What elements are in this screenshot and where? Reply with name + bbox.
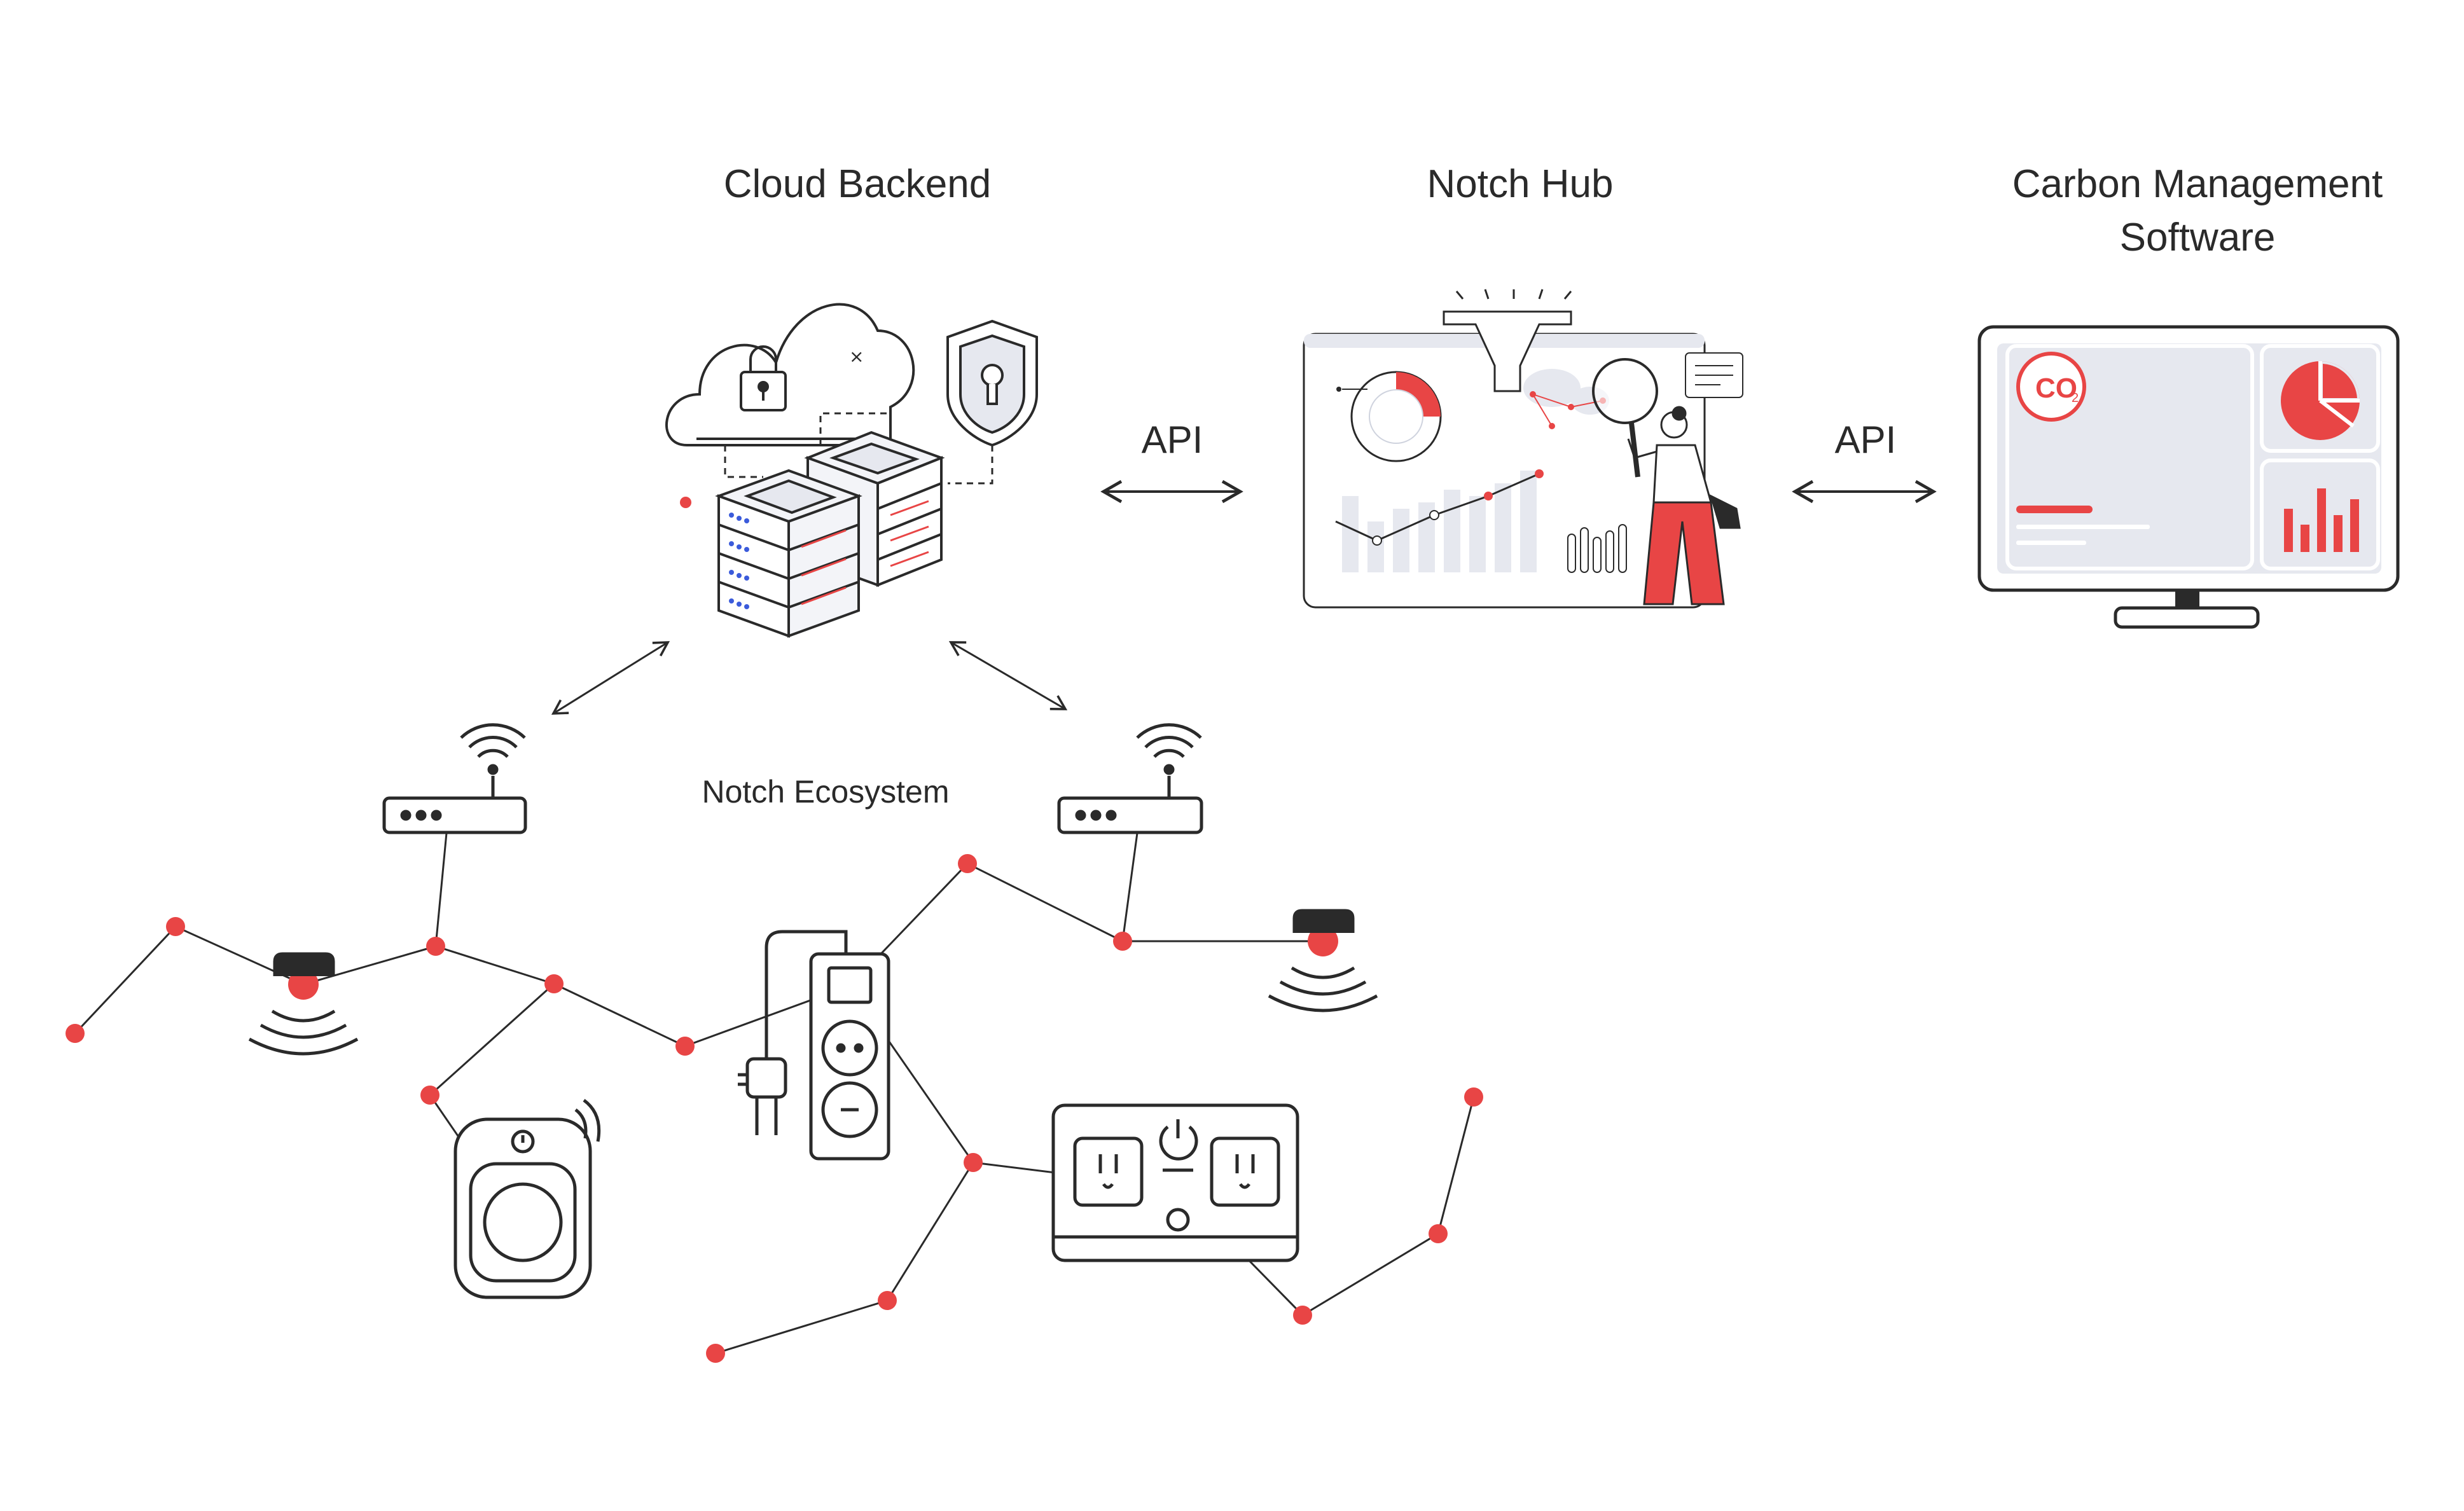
mesh-node — [544, 974, 564, 993]
co2-subscript: 2 — [2072, 391, 2079, 405]
mesh-node — [166, 917, 185, 936]
svg-text:×: × — [849, 346, 864, 367]
mesh-node — [1293, 1306, 1312, 1325]
bar-chart-icon — [1342, 471, 1537, 572]
co2-icon — [2016, 352, 2086, 422]
power-strip-icon — [738, 930, 890, 1161]
mesh-node — [1308, 926, 1338, 956]
mesh-node — [426, 937, 445, 956]
mesh-node — [66, 1024, 85, 1043]
pie-chart-icon — [2281, 361, 2360, 440]
mesh-node — [878, 1291, 897, 1310]
wireless-sensor-icon — [1268, 909, 1378, 1012]
carbon-software-title-line1: Carbon Management — [2012, 162, 2383, 206]
carbon-software-title-line2: Software — [2120, 216, 2276, 259]
cloud-backend-illustration: × — [665, 303, 1038, 638]
api-label-left: API — [1142, 418, 1203, 461]
analyst-person-icon — [1627, 406, 1741, 605]
co2-label: CO — [2035, 373, 2077, 404]
notch-ecosystem-label: Notch Ecosystem — [702, 774, 949, 810]
router-icon — [1057, 723, 1203, 834]
notch-hub-illustration — [1303, 289, 1743, 609]
carbon-monitor-illustration: CO 2 — [1977, 325, 2400, 629]
mesh-node — [1429, 1224, 1448, 1243]
mesh-node — [1113, 932, 1132, 951]
funnel-icon — [1443, 289, 1572, 392]
wall-outlet-icon — [1051, 1103, 1299, 1262]
mesh-node — [675, 1037, 695, 1056]
mesh-node — [420, 1086, 440, 1105]
mesh-node — [706, 1344, 725, 1363]
mesh-node — [964, 1153, 983, 1172]
cloud-lock-icon — [665, 303, 915, 446]
server-stack-icon — [715, 431, 945, 638]
backend-router-arrow-left — [551, 641, 670, 715]
mesh-node — [1464, 1087, 1483, 1107]
wireless-sensor-icon — [248, 952, 359, 1056]
notch-hub-title: Notch Hub — [1427, 162, 1614, 206]
cloud-backend-title: Cloud Backend — [724, 162, 992, 206]
pie-chart-icon — [1336, 371, 1442, 462]
bar-chart-icon — [2284, 488, 2359, 552]
mesh-node — [958, 854, 977, 873]
backend-router-arrow-right — [948, 641, 1068, 710]
smart-plug-icon — [453, 1098, 601, 1299]
router-icon — [382, 723, 527, 834]
mesh-node — [288, 969, 319, 1000]
api-label-right: API — [1835, 418, 1897, 461]
magnifier-icon — [1592, 358, 1658, 478]
shield-lock-icon — [946, 319, 1038, 447]
red-dot — [680, 497, 691, 508]
